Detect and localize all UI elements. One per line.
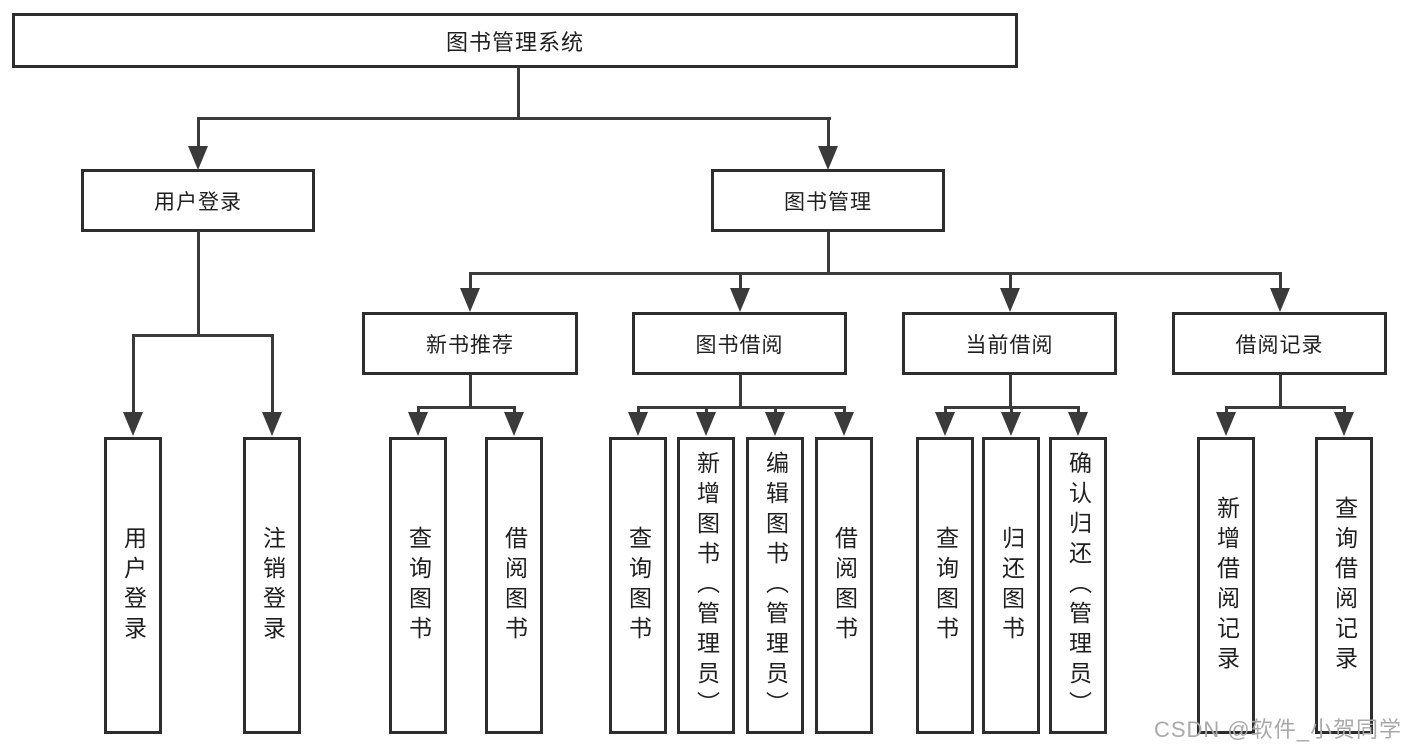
node-user-login: 用户登录	[81, 169, 315, 232]
node-borrowing-records: 借阅记录	[1172, 312, 1387, 375]
connector-arrow-stem	[132, 335, 135, 415]
node-label: 图书管理系统	[445, 29, 584, 55]
connector-arrow-stem	[1225, 407, 1228, 415]
node-label: 新增图书（管理员）	[693, 450, 720, 721]
node-current-borrowing: 当前借阅	[902, 312, 1117, 375]
arrowhead-down-icon	[935, 412, 955, 436]
connector-login-stub	[197, 231, 200, 337]
connector-current-stub	[1009, 374, 1012, 409]
connector-level3-hline	[469, 272, 1282, 275]
connector-arrow-stem	[1010, 407, 1013, 415]
leaf-edit-book-admin: 编辑图书（管理员）	[746, 437, 804, 734]
node-label: 用户登录	[154, 190, 242, 214]
arrowhead-down-icon	[818, 146, 838, 170]
arrowhead-down-icon	[696, 412, 716, 436]
arrowhead-down-icon	[504, 412, 524, 436]
node-label: 新增借阅记录	[1213, 495, 1240, 676]
connector-mgmt-stub	[827, 231, 830, 274]
leaf-borrow-books-newbook: 借阅图书	[485, 437, 543, 734]
arrowhead-down-icon	[1216, 412, 1236, 436]
arrowhead-down-icon	[1068, 412, 1088, 436]
leaf-add-book-admin: 新增图书（管理员）	[677, 437, 735, 734]
arrowhead-down-icon	[1001, 412, 1021, 436]
connector-arrow-stem	[513, 407, 516, 415]
connector-arrow-stem	[417, 407, 420, 415]
connector-arrow-stem	[944, 407, 947, 415]
node-label: 当前借阅	[965, 333, 1054, 357]
node-label: 图书管理	[784, 190, 872, 214]
node-label: 图书借阅	[695, 333, 784, 357]
node-book-management: 图书管理	[711, 169, 945, 232]
connector-root-stub	[517, 67, 520, 120]
connector-borrow-stub	[739, 374, 742, 409]
node-label: 查询图书	[625, 525, 652, 646]
arrowhead-down-icon	[262, 412, 282, 436]
node-book-borrowing: 图书借阅	[632, 312, 847, 375]
arrowhead-down-icon	[730, 288, 750, 312]
node-new-book-recommendation: 新书推荐	[362, 312, 578, 375]
leaf-query-borrow-record: 查询借阅记录	[1315, 437, 1373, 734]
node-label: 借阅记录	[1235, 333, 1324, 357]
connector-borrow-hline	[637, 406, 846, 409]
arrowhead-down-icon	[1334, 412, 1354, 436]
node-label: 用户登录	[120, 525, 147, 646]
arrowhead-down-icon	[834, 412, 854, 436]
arrowhead-down-icon	[628, 412, 648, 436]
node-label: 确认归还（管理员）	[1065, 450, 1092, 721]
node-label: 编辑图书（管理员）	[762, 450, 789, 721]
csdn-watermark: CSDN @软件_小贺同学	[1153, 717, 1402, 742]
connector-level1-hline	[197, 117, 831, 120]
connector-newbook-hline	[417, 406, 516, 409]
node-label: 新书推荐	[426, 333, 514, 357]
connector-arrow-stem	[637, 407, 640, 415]
leaf-borrow-books-borrow: 借阅图书	[815, 437, 873, 734]
connector-arrow-stem	[774, 407, 777, 415]
leaf-query-books-current: 查询图书	[916, 437, 974, 734]
connector-arrow-stem	[1009, 273, 1012, 290]
connector-arrow-stem	[271, 335, 274, 415]
arrowhead-down-icon	[188, 146, 208, 170]
node-label: 归还图书	[998, 525, 1025, 646]
connector-records-hline	[1225, 406, 1346, 409]
arrowhead-down-icon	[765, 412, 785, 436]
leaf-query-books-newbook: 查询图书	[389, 437, 447, 734]
arrowhead-down-icon	[408, 412, 428, 436]
connector-arrow-stem	[1077, 407, 1080, 415]
node-label: 查询借阅记录	[1331, 495, 1358, 676]
connector-login-hline	[132, 334, 274, 337]
leaf-query-books-borrow: 查询图书	[609, 437, 667, 734]
leaf-confirm-return-admin: 确认归还（管理员）	[1049, 437, 1107, 734]
connector-arrow-stem	[843, 407, 846, 415]
node-label: 注销登录	[259, 525, 286, 646]
node-label: 查询图书	[932, 525, 959, 646]
node-label: 借阅图书	[501, 525, 528, 646]
leaf-add-borrow-record: 新增借阅记录	[1197, 437, 1255, 734]
connector-arrow-stem	[469, 273, 472, 290]
arrowhead-down-icon	[1000, 288, 1020, 312]
leaf-logout: 注销登录	[243, 437, 301, 734]
leaf-user-login: 用户登录	[104, 437, 162, 734]
connector-arrow-stem	[1343, 407, 1346, 415]
node-label: 查询图书	[405, 525, 432, 646]
node-library-management-system: 图书管理系统	[12, 13, 1018, 68]
connector-arrow-stem	[197, 118, 200, 151]
connector-arrow-stem	[1279, 273, 1282, 290]
connector-arrow-stem	[827, 118, 830, 151]
connector-records-stub	[1279, 374, 1282, 409]
leaf-return-book: 归还图书	[982, 437, 1040, 734]
arrowhead-down-icon	[1270, 288, 1290, 312]
node-label: 借阅图书	[831, 525, 858, 646]
connector-arrow-stem	[739, 273, 742, 290]
arrowhead-down-icon	[460, 288, 480, 312]
connector-arrow-stem	[705, 407, 708, 415]
connector-newbook-stub	[469, 374, 472, 409]
arrowhead-down-icon	[123, 412, 143, 436]
